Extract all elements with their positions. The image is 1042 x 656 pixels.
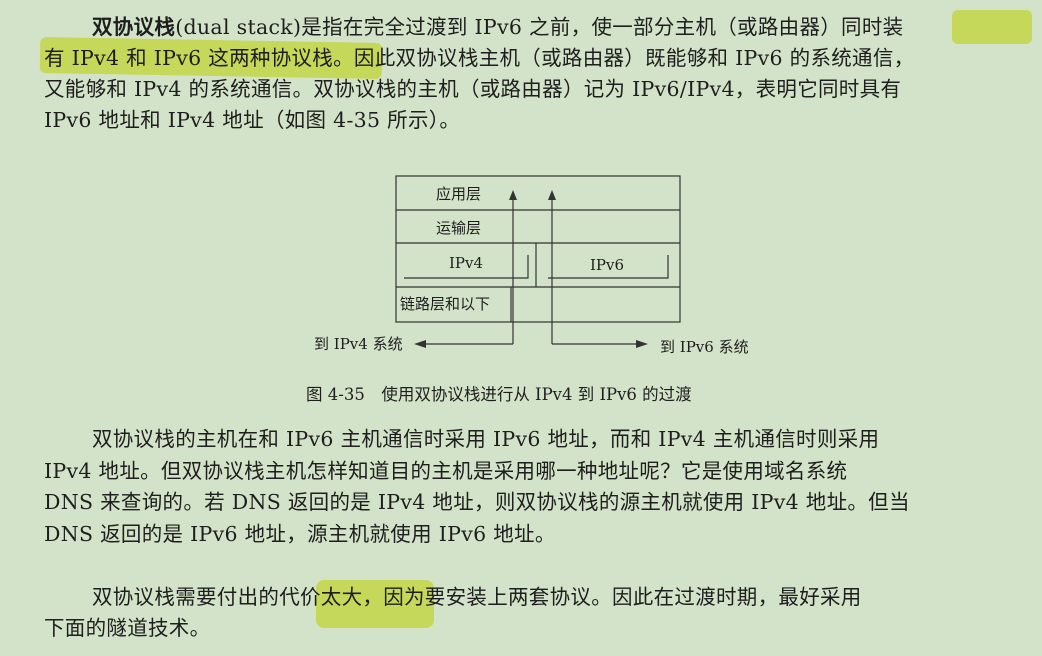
- arrow-up-icon: [548, 190, 556, 200]
- arrow-right-icon: [636, 340, 648, 348]
- paragraph-1-line-1: 双协议栈(dual stack)是指在完全过渡到 IPv6 之前，使一部分主机（…: [92, 12, 1029, 42]
- to-ipv6-system-label: 到 IPv6 系统: [660, 338, 749, 356]
- paragraph-1-line-4: IPv6 地址和 IPv4 地址（如图 4-35 所示）。: [44, 108, 461, 132]
- layer-ipv6-label: IPv6: [590, 256, 625, 274]
- layer-application-label: 应用层: [436, 185, 482, 203]
- figure-caption: 图 4-35 使用双协议栈进行从 IPv4 到 IPv6 的过渡: [306, 385, 692, 404]
- paragraph-2-line-1: 双协议栈的主机在和 IPv6 主机通信时采用 IPv6 地址，而和 IPv4 主…: [92, 427, 880, 451]
- highlight-mark: [952, 10, 1032, 44]
- layer-transport-label: 运输层: [436, 219, 482, 237]
- paragraph-3-line-2: 下面的隧道技术。: [44, 616, 211, 640]
- paragraph-3-line-1: 双协议栈需要付出的代价太大，因为要安装上两套协议。因此在过渡时期，最好采用: [92, 585, 862, 609]
- stack-box: [395, 175, 681, 323]
- to-ipv4-system-label: 到 IPv4 系统: [314, 335, 403, 353]
- paragraph-1-line-1-text: (dual stack)是指在完全过渡到 IPv6 之前，使一部分主机（或路由器…: [175, 15, 904, 39]
- paragraph-2-line-4: DNS 返回的是 IPv6 地址，源主机就使用 IPv6 地址。: [44, 522, 556, 546]
- arrow-left-icon: [414, 340, 426, 348]
- paragraph-2-line-3: DNS 来查询的。若 DNS 返回的是 IPv4 地址，则双协议栈的源主机就使用…: [44, 490, 910, 514]
- arrow-up-icon: [509, 190, 517, 200]
- layer-ipv4-label: IPv4: [449, 254, 484, 272]
- paragraph-1-line-2: 有 IPv4 和 IPv6 这两种协议栈。因此双协议栈主机（或路由器）既能够和 …: [44, 46, 915, 70]
- term-dual-stack: 双协议栈: [92, 15, 176, 39]
- paragraph-1-line-3: 又能够和 IPv4 的系统通信。双协议栈的主机（或路由器）记为 IPv6/IPv…: [44, 77, 902, 101]
- layer-link-label: 链路层和以下: [400, 295, 491, 313]
- paragraph-2-line-2: IPv4 地址。但双协议栈主机怎样知道目的主机是采用哪一种地址呢？它是使用域名系…: [44, 459, 848, 483]
- highlight-mark: [316, 580, 434, 628]
